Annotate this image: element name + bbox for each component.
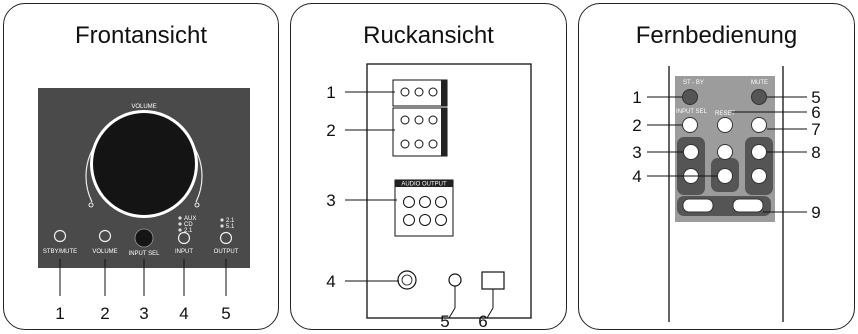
remote-input-sel-label: INPUT SEL [676,109,708,115]
svg-text:2.1: 2.1 [226,218,235,224]
remote-callout-5: 5 [811,88,820,107]
front-callout-lines [59,259,227,296]
stby-mute-button [53,229,67,243]
remote-panel: Fernbedienung ST - BY MUTE INPUT SEL RES… [578,3,855,330]
front-view-title: Frontansicht [74,22,208,49]
stby-mute-label: STBY/MUTE [43,249,77,255]
rear-callout-1: 1 [326,83,335,102]
rear-callout-5: 5 [440,312,449,331]
remote-title: Fernbedienung [635,22,798,49]
rear-connector-block-1 [392,79,448,107]
input-button [177,231,191,245]
output-led-indicators: 2.1 5.1 [220,218,235,230]
remote-callout-4: 4 [632,167,641,186]
front-callout-5: 5 [221,304,230,323]
remote-stby-label: ST - BY [683,80,704,86]
remote-mute-label: MUTE [751,80,768,86]
front-view-panel: Frontansicht VOLUME AUX CD 2.1 2.1 5.1 S… [3,3,279,330]
rear-view-panel: Ruckansicht AUDIO OUTPUT [290,3,567,331]
remote-wide-button-left [682,198,714,213]
remote-wide-button-right [732,198,764,213]
volume-min-mark [88,202,94,208]
volume-knob-label: VOLUME [131,104,156,110]
power-cord-socket [448,273,462,287]
input-label: INPUT [175,249,193,255]
remote-callout-7: 7 [811,120,820,139]
input-sel-button [134,228,154,248]
rear-view-diagram: AUDIO OUTPUT 1 2 3 4 5 [326,63,532,331]
volume-button [98,229,112,243]
power-switch [481,271,505,290]
input-led-indicators: AUX CD 2.1 [178,216,196,234]
svg-text:AUDIO OUTPUT: AUDIO OUTPUT [401,182,447,188]
volume-knob [93,113,195,215]
remote-reset-label: RESET [715,111,735,117]
rear-callout-lines [345,91,494,319]
output-button [219,231,233,245]
front-callout-3: 3 [139,304,148,323]
front-view-diagram: VOLUME AUX CD 2.1 2.1 5.1 STBY/MUTE VOLU… [38,88,250,323]
rear-connector-block-2 [392,107,448,157]
remote-reset-button [717,117,733,133]
remote-callout-1: 1 [632,88,641,107]
front-callout-1: 1 [55,304,64,323]
remote-stby-button [682,89,698,105]
rear-callout-6: 6 [478,312,487,331]
svg-text:2.1: 2.1 [184,228,193,234]
output-label: OUTPUT [214,249,239,255]
rear-view-title: Ruckansicht [363,22,494,49]
audio-output-block: AUDIO OUTPUT [394,179,454,237]
fuse-holder [397,270,417,290]
front-callout-4: 4 [179,304,188,323]
input-sel-label: INPUT SEL [129,251,161,257]
remote-mute-button [751,89,767,105]
remote-callout-2: 2 [632,116,641,135]
remote-callout-6: 6 [811,103,820,122]
front-callout-2: 2 [100,304,109,323]
remote-callout-8: 8 [811,143,820,162]
svg-text:CD: CD [184,222,193,228]
remote-button-7 [751,117,767,133]
remote-diagram: ST - BY MUTE INPUT SEL RESET [632,66,821,322]
svg-text:AUX: AUX [184,216,196,222]
volume-max-mark [194,202,200,208]
remote-callout-9: 9 [811,203,820,222]
volume-button-label: VOLUME [92,249,117,255]
rear-callout-3: 3 [326,191,335,210]
svg-text:5.1: 5.1 [226,224,235,230]
rear-callout-4: 4 [326,272,335,291]
rear-callout-2: 2 [326,121,335,140]
remote-input-sel-button [682,117,698,133]
remote-callout-3: 3 [632,143,641,162]
remote-callout-lines [647,96,807,213]
